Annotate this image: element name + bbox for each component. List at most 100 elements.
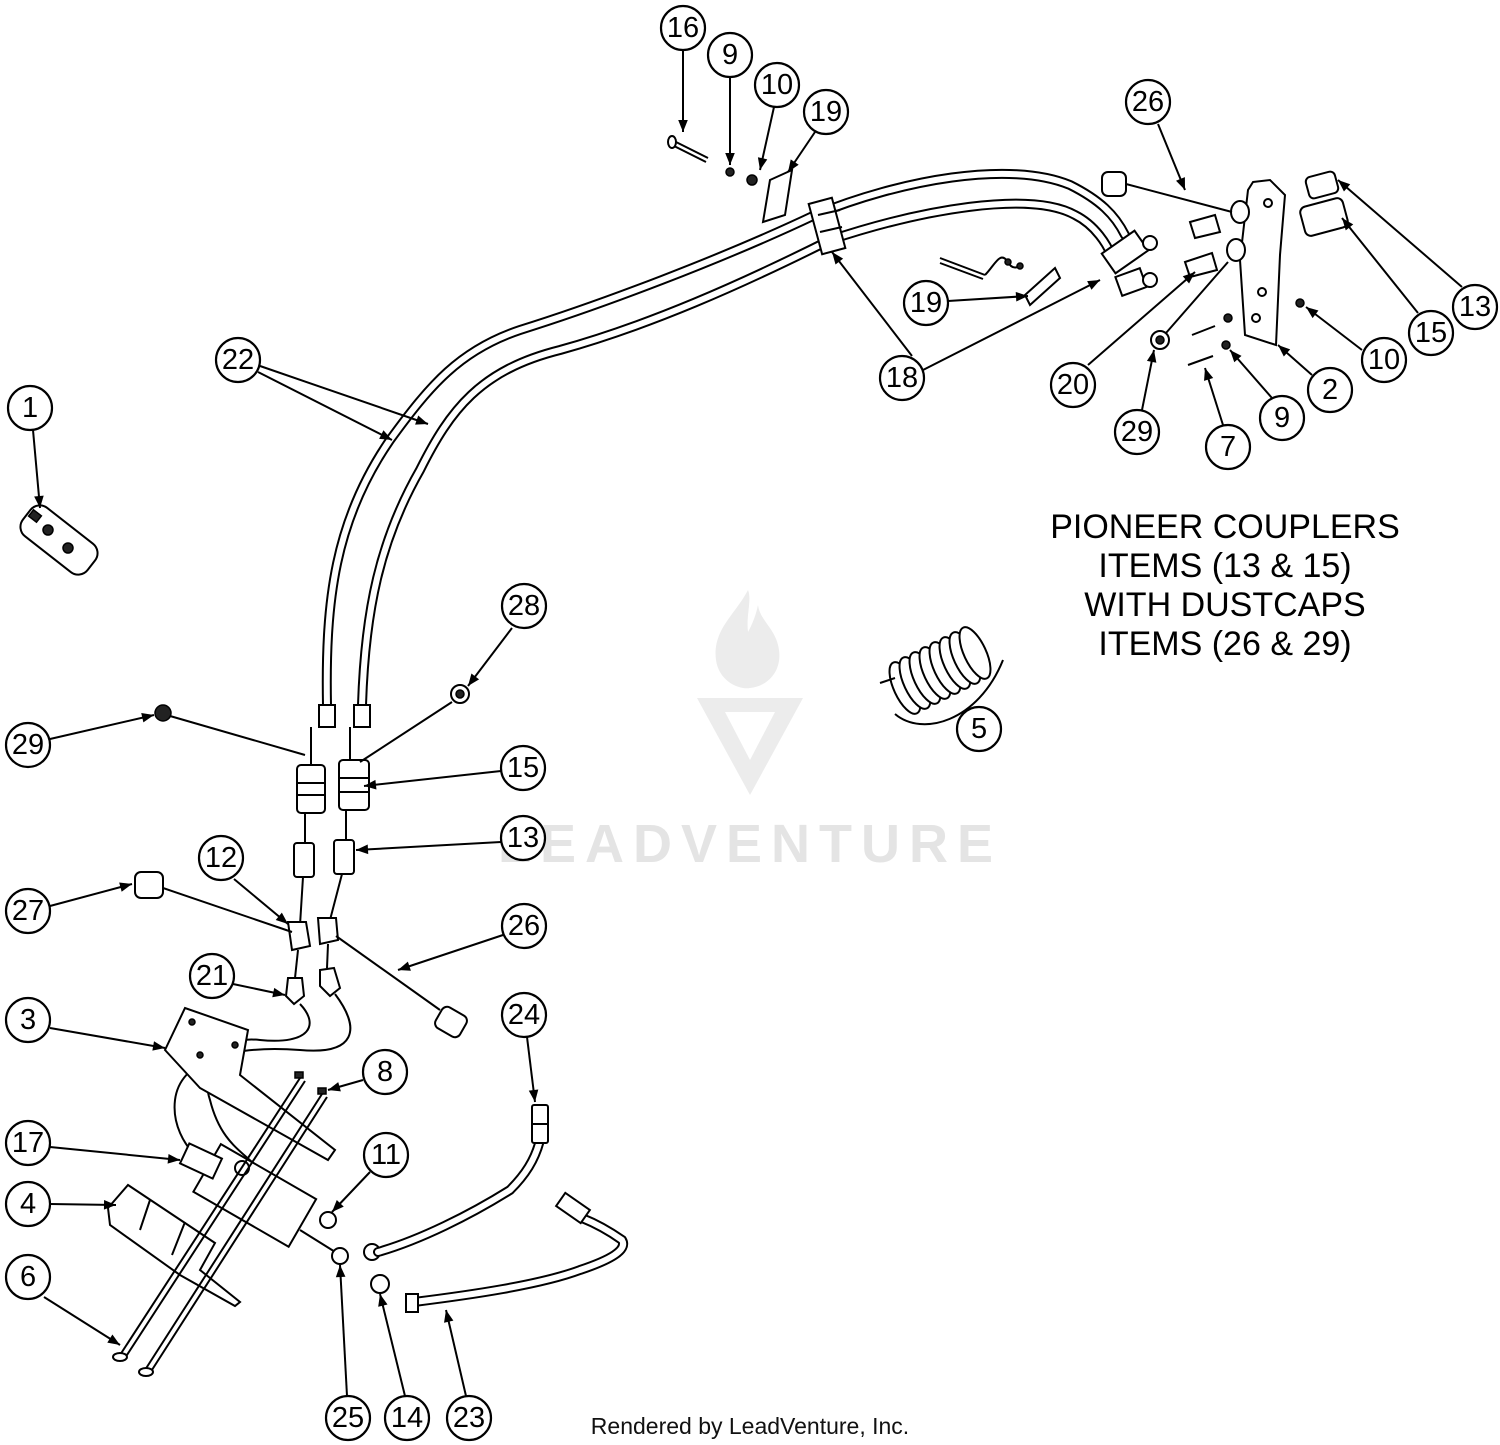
plate-19-right: [1023, 266, 1062, 307]
callout-label: 12: [205, 842, 237, 874]
coupler-13-right: [1304, 170, 1340, 200]
dustcap-26-left: [335, 935, 468, 1039]
callout-label: 27: [12, 895, 44, 927]
callout-label: 28: [508, 590, 540, 622]
right-bracket-assembly: [1101, 170, 1349, 366]
clamp-18-right: [1100, 229, 1150, 275]
callout-2: 2: [1306, 366, 1354, 414]
clamp-18-top: [807, 196, 847, 256]
callout-label: 17: [12, 1127, 44, 1159]
callout-label: 2: [1322, 374, 1338, 406]
callout-17: 17: [4, 1119, 52, 1167]
fittings-lower: [294, 1071, 390, 1294]
dustcap-29-left: [154, 704, 306, 756]
callout-23: 23: [445, 1394, 493, 1442]
coupler-15a: [296, 764, 326, 814]
callout-label: 4: [20, 1188, 36, 1220]
hose-23: [405, 1191, 628, 1313]
tee-12a: [286, 921, 312, 952]
callout-8: 8: [361, 1048, 409, 1096]
pin-8a: [294, 1071, 304, 1079]
fitting-25: [331, 1247, 349, 1265]
note-line-4: ITEMS (26 & 29): [1098, 625, 1351, 663]
bracket-3: [163, 1006, 337, 1162]
elbow-21b: [319, 966, 342, 998]
callout-label: 21: [196, 960, 228, 992]
callout-label: 20: [1057, 369, 1089, 401]
callout-6: 6: [4, 1253, 52, 1301]
callout-13-left: 13: [499, 814, 547, 862]
callout-label: 9: [1274, 402, 1290, 434]
callout-label: 25: [332, 1402, 364, 1434]
callout-label: 5: [971, 713, 987, 745]
callout-label: 15: [507, 752, 539, 784]
callout-25: 25: [324, 1394, 372, 1442]
callout-label: 19: [910, 287, 942, 319]
callout-20: 20: [1049, 361, 1097, 409]
callout-26-left: 26: [500, 902, 548, 950]
callout-19-right: 19: [902, 279, 950, 327]
callout-label: 24: [508, 999, 540, 1031]
watermark-v-icon: [697, 698, 803, 795]
bolts-6: [112, 1077, 328, 1377]
note-line-3: WITH DUSTCAPS: [1084, 586, 1365, 624]
elbow-21a: [284, 977, 306, 1006]
callout-9-top: 9: [706, 31, 754, 79]
callout-7: 7: [1204, 423, 1252, 471]
callout-label: 19: [810, 96, 842, 128]
callout-label: 13: [507, 822, 539, 854]
callout-16: 16: [659, 4, 707, 52]
footer-credit: Rendered by LeadVenture, Inc.: [591, 1413, 909, 1439]
fitting-11: [319, 1211, 337, 1229]
hose-24: [373, 1104, 549, 1257]
watermark-flame-icon: [715, 590, 780, 689]
washer-right-a: [1230, 200, 1250, 224]
callout-label: 7: [1220, 431, 1236, 463]
callout-12: 12: [197, 834, 245, 882]
dustcap-27: [134, 871, 293, 933]
bracket-4: [106, 1183, 242, 1308]
callout-label: 1: [22, 392, 38, 424]
callout-label: 3: [20, 1004, 36, 1036]
callout-label: 14: [391, 1402, 423, 1434]
callout-label: 18: [886, 362, 918, 394]
note-line-2: ITEMS (13 & 15): [1098, 547, 1351, 585]
left-coupler-stack: [173, 704, 371, 1166]
top-clamp-hardware: [667, 135, 847, 256]
callout-24: 24: [500, 991, 548, 1039]
callout-label: 29: [1121, 416, 1153, 448]
callout-label: 10: [761, 69, 793, 101]
callouts: 16 9 10 19 26 22 19 18 20 29 7 9 2 10 15…: [4, 4, 1499, 1442]
coupler-13a: [293, 842, 315, 878]
plate-19-top: [761, 168, 794, 224]
callout-10-top: 10: [753, 61, 801, 109]
coupler-13b: [333, 839, 355, 875]
leader-lines: [32, 50, 1463, 1397]
callout-label: 15: [1415, 317, 1447, 349]
callout-9-right: 9: [1258, 394, 1306, 442]
coupler-15-right: [1299, 197, 1349, 237]
callout-label: 26: [1132, 86, 1164, 118]
callout-29-left: 29: [4, 721, 52, 769]
part-1: [19, 504, 99, 576]
callout-27: 27: [4, 887, 52, 935]
fitting-17: [178, 1142, 224, 1180]
callout-label: 13: [1459, 291, 1491, 323]
dustcap-26-top: [1101, 171, 1127, 197]
callout-1: 1: [6, 384, 54, 432]
callout-19-top: 19: [802, 88, 850, 136]
callout-label: 11: [371, 1139, 401, 1171]
callout-label: 16: [667, 12, 699, 44]
callout-10-right: 10: [1360, 336, 1408, 384]
right-clamp-hardware: [939, 229, 1158, 307]
callout-label: 8: [377, 1056, 393, 1088]
pin-8b: [317, 1087, 327, 1095]
callout-28: 28: [500, 582, 548, 630]
washer-right-b: [1226, 238, 1246, 262]
watermark: LEADVENTURE: [498, 590, 993, 874]
callout-13-right: 13: [1451, 283, 1499, 331]
callout-4: 4: [4, 1180, 52, 1228]
dustcap-28: [359, 684, 470, 763]
callout-label: 10: [1368, 344, 1400, 376]
